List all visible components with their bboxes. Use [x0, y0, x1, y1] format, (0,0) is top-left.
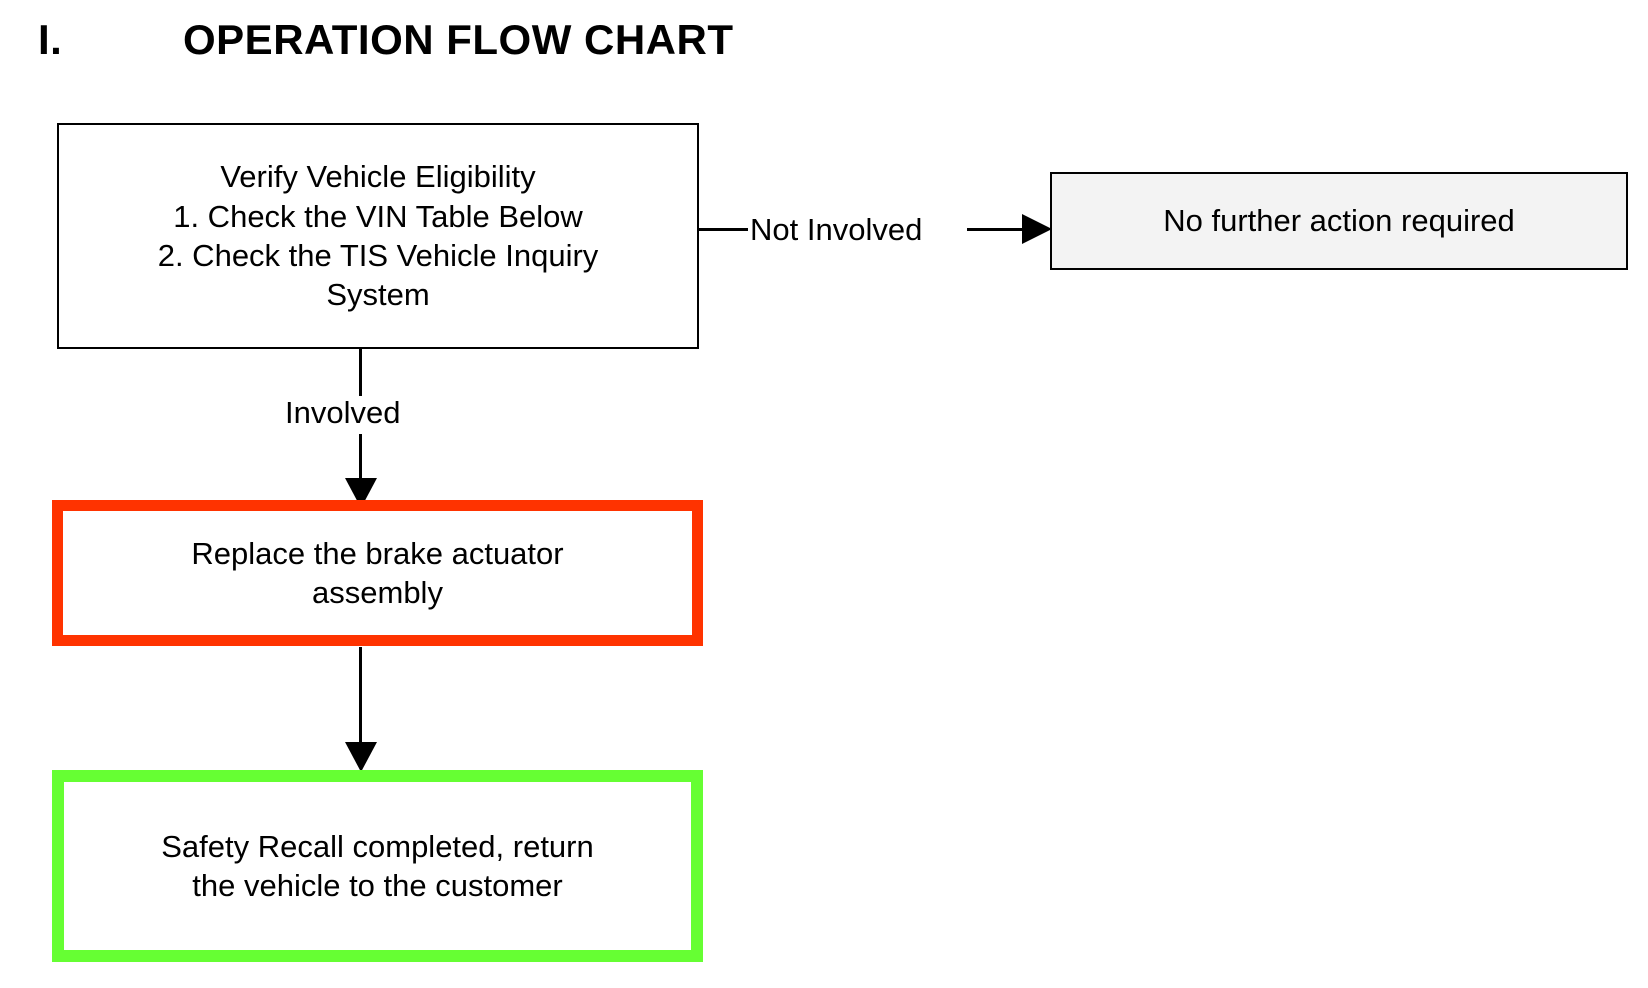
node-recall-completed: Safety Recall completed, return the vehi…	[52, 770, 703, 962]
edge-not-involved-segment-left	[699, 228, 751, 231]
edge-not-involved-segment-right	[967, 228, 1033, 231]
edge-label-involved: Involved	[281, 396, 405, 429]
page-title-text: OPERATION FLOW CHART	[183, 16, 734, 63]
page-title: I. OPERATION FLOW CHART	[38, 16, 734, 64]
node-replace-actuator: Replace the brake actuator assembly	[52, 500, 703, 646]
node-no-further-action: No further action required	[1050, 172, 1628, 270]
edge-involved-segment-upper	[359, 349, 362, 397]
edge-label-not-involved: Not Involved	[748, 212, 925, 247]
edge-involved-segment-lower	[359, 434, 362, 486]
page-title-numeral: I.	[38, 16, 63, 63]
arrow-down-icon-2	[345, 742, 377, 772]
node-verify-eligibility: Verify Vehicle Eligibility 1. Check the …	[57, 123, 699, 349]
edge-to-completion	[359, 647, 362, 747]
arrow-right-icon	[1022, 214, 1052, 244]
